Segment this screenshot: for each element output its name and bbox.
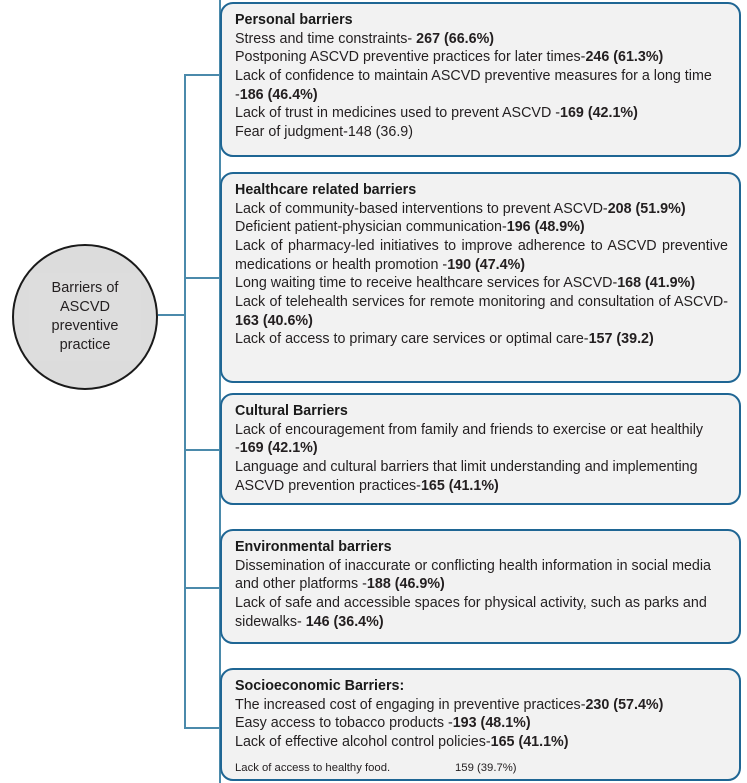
- line-value: 146 (36.4%): [305, 613, 384, 630]
- connector-trunk: [184, 74, 186, 728]
- category-line: Stress and time constraints- 267 (66.6%): [235, 30, 728, 49]
- line-text: Lack of confidence to maintain ASCVD pre…: [235, 67, 712, 103]
- line-text: Lack of pharmacy-led initiatives to impr…: [235, 237, 728, 273]
- connector-branch-1: [184, 74, 222, 76]
- line-text: Fear of judgment-148 (36.9): [235, 124, 414, 141]
- category-box-socioeconomic-barriers: Socioeconomic Barriers: The increased co…: [220, 668, 741, 781]
- line-text: Easy access to tobacco products -: [235, 715, 453, 732]
- line-text: Lack of telehealth services for remote m…: [235, 294, 728, 311]
- category-title: Healthcare related barriers: [235, 182, 417, 198]
- category-line: Dissemination of inaccurate or conflicti…: [235, 557, 728, 594]
- category-footnote: Lack of access to healthy food. 159 (39.…: [235, 761, 728, 775]
- line-value: 193 (48.1%): [452, 715, 531, 732]
- category-title: Personal barriers: [235, 12, 353, 28]
- line-value: 165 (41.1%): [420, 477, 499, 494]
- connector-rail: [219, 0, 221, 783]
- category-line: Easy access to tobacco products -193 (48…: [235, 714, 728, 733]
- footnote-value: 159 (39.7%): [455, 761, 517, 774]
- connector-root-stub: [158, 314, 186, 316]
- line-text: Postponing ASCVD preventive practices fo…: [235, 49, 586, 66]
- category-title: Socioeconomic Barriers:: [235, 678, 405, 694]
- line-text: Dissemination of inaccurate or conflicti…: [235, 557, 712, 593]
- category-box-cultural-barriers: Cultural Barriers Lack of encouragement …: [220, 393, 741, 505]
- line-text: The increased cost of engaging in preven…: [235, 696, 586, 713]
- footnote-label: Lack of access to healthy food.: [235, 761, 391, 774]
- connector-branch-2: [184, 277, 222, 279]
- line-value: 267 (66.6%): [416, 30, 495, 47]
- line-text: Stress and time constraints-: [235, 30, 417, 47]
- category-line: Deficient patient-physician communicatio…: [235, 218, 728, 237]
- category-line: Lack of effective alcohol control polici…: [235, 733, 728, 752]
- category-line: Lack of access to primary care services …: [235, 330, 728, 349]
- category-line: Lack of safe and accessible spaces for p…: [235, 594, 728, 631]
- category-line: Lack of community-based interventions to…: [235, 200, 728, 219]
- line-value: 169 (42.1%): [560, 105, 638, 122]
- line-value: 165 (41.1%): [490, 733, 569, 750]
- category-title: Environmental barriers: [235, 539, 392, 555]
- line-text: Lack of community-based interventions to…: [235, 200, 608, 217]
- category-line: Postponing ASCVD preventive practices fo…: [235, 48, 728, 67]
- category-line: Lack of confidence to maintain ASCVD pre…: [235, 67, 728, 104]
- line-value: 168 (41.9%): [617, 275, 696, 292]
- root-node: Barriers of ASCVD preventive practice: [12, 244, 158, 390]
- line-value: 163 (40.6%): [235, 312, 313, 329]
- category-box-personal-barriers: Personal barriers Stress and time constr…: [220, 2, 741, 157]
- line-text: Lack of access to primary care services …: [235, 331, 589, 348]
- category-line: The increased cost of engaging in preven…: [235, 696, 728, 715]
- category-line: Long waiting time to receive healthcare …: [235, 274, 728, 293]
- root-node-label: Barriers of ASCVD preventive practice: [29, 273, 141, 361]
- connector-branch-4: [184, 587, 222, 589]
- line-text: Long waiting time to receive healthcare …: [235, 275, 618, 292]
- category-line: Lack of pharmacy-led initiatives to impr…: [235, 237, 728, 274]
- line-value: 246 (61.3%): [585, 49, 664, 66]
- line-text: Lack of encouragement from family and fr…: [235, 421, 704, 457]
- line-value: 190 (47.4%): [447, 256, 526, 273]
- category-line: Lack of encouragement from family and fr…: [235, 421, 728, 458]
- line-text: Lack of safe and accessible spaces for p…: [235, 594, 707, 630]
- category-box-healthcare-related-barriers: Healthcare related barriers Lack of comm…: [220, 172, 741, 383]
- category-line: Lack of trust in medicines used to preve…: [235, 104, 728, 123]
- line-value: 230 (57.4%): [585, 696, 664, 713]
- line-value: 186 (46.4%): [239, 86, 318, 103]
- line-value: 188 (46.9%): [366, 576, 445, 593]
- category-box-environmental-barriers: Environmental barriers Dissemination of …: [220, 529, 741, 644]
- line-text: Language and cultural barriers that limi…: [235, 458, 698, 494]
- line-value: 208 (51.9%): [607, 200, 686, 217]
- category-title: Cultural Barriers: [235, 403, 348, 419]
- connector-branch-3: [184, 449, 222, 451]
- category-line: Lack of telehealth services for remote m…: [235, 293, 728, 330]
- line-value: 157 (39.2): [588, 331, 654, 348]
- category-line: Fear of judgment-148 (36.9): [235, 123, 728, 142]
- line-text: Lack of trust in medicines used to preve…: [235, 105, 561, 122]
- connector-branch-5: [184, 727, 222, 729]
- line-text: Deficient patient-physician communicatio…: [235, 219, 507, 236]
- category-line: Language and cultural barriers that limi…: [235, 458, 728, 495]
- line-value: 196 (48.9%): [506, 219, 585, 236]
- line-value: 169 (42.1%): [239, 440, 318, 457]
- line-text: Lack of effective alcohol control polici…: [235, 733, 491, 750]
